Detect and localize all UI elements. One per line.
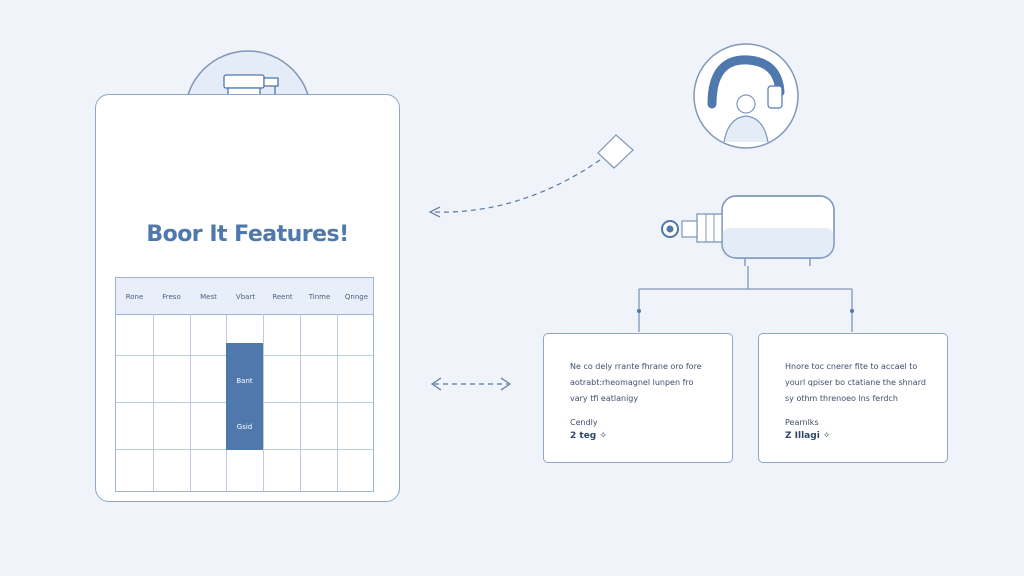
headset-arc-icon	[707, 55, 785, 109]
info-value: Z Illagi ✧	[785, 431, 831, 441]
table-header-cell: Rone	[125, 293, 144, 301]
info-text-line: vary tfi eatlanigy	[570, 394, 639, 403]
info-text-line: Hnore toc cnerer fite to accael to	[785, 362, 918, 371]
info-box-right[interactable]: Hnore toc cnerer fite to accael to yourl…	[758, 333, 948, 463]
tag-icon	[597, 134, 634, 169]
table-header-cell: Freso	[162, 293, 181, 301]
table-header-cell: Qnnge	[344, 293, 369, 301]
machine-icon	[661, 195, 835, 266]
highlight-label: Gsid	[236, 423, 253, 431]
table-header-cell: Tinme	[308, 293, 331, 301]
card-title: Boor It Features!	[146, 222, 349, 247]
info-meta-label: Pearnlks	[785, 418, 819, 427]
info-meta-label: Cendly	[570, 418, 598, 427]
arrowhead-left-2	[430, 377, 442, 391]
info-value: 2 teg ✧	[570, 431, 607, 441]
info-text-line: sy othm threnoeo lns ferdch	[785, 394, 898, 403]
table-header-row: Rone Freso Mest Vbart Reent Tinme Qnnge	[116, 278, 373, 315]
arrowhead-right-2	[500, 377, 512, 391]
arrowhead-left	[428, 206, 441, 218]
info-text-line: aotrabt:rheomagnel lunpen fro	[570, 378, 694, 387]
info-text-line: Ne co dely rrante fhrane oro fore	[570, 362, 702, 371]
info-box-left[interactable]: Ne co dely rrante fhrane oro fore aotrab…	[543, 333, 733, 463]
info-text-line: yourl qpiser bo ctatiane the shnard	[785, 378, 926, 387]
highlighted-cells[interactable]	[226, 343, 263, 450]
table-header-cell: Reent	[272, 293, 293, 301]
person-icon	[723, 94, 769, 143]
dashed-arrow-curve	[431, 159, 601, 213]
highlight-label: Bant	[236, 377, 253, 385]
table-header-cell: Mest	[200, 293, 217, 301]
table-header-cell: Vbart	[235, 293, 256, 301]
features-table: Rone Freso Mest Vbart Reent Tinme Qnnge …	[115, 277, 374, 492]
